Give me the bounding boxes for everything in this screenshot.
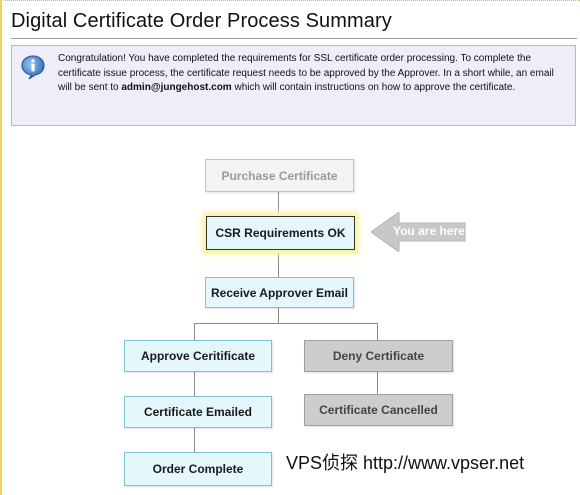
step-approve-certificate: Approve Ceritificate <box>124 340 272 372</box>
title-divider <box>11 38 577 39</box>
step-receive-approver-email: Receive Approver Email <box>205 277 354 308</box>
info-text-part: Congratulation! You have completed the r… <box>58 53 554 93</box>
window-left-border <box>0 0 2 495</box>
step-deny-certificate: Deny Certificate <box>304 340 453 372</box>
you-are-here-label: You are here <box>393 224 465 238</box>
window-top-border <box>0 0 580 5</box>
info-message-box: Congratulation! You have completed the r… <box>11 45 576 126</box>
step-order-complete: Order Complete <box>124 452 272 486</box>
connector-line <box>194 428 195 453</box>
connector-line <box>377 323 378 341</box>
step-certificate-emailed: Certificate Emailed <box>124 396 272 428</box>
connector-line <box>278 250 279 277</box>
connector-line <box>278 192 279 216</box>
step-purchase-certificate: Purchase Certificate <box>205 159 354 192</box>
watermark-text: VPS侦探 http://www.vpser.net <box>286 453 525 473</box>
connector-line <box>194 323 378 324</box>
info-text-part: which will contain instructions on how t… <box>231 82 516 93</box>
step-certificate-cancelled: Certificate Cancelled <box>304 394 453 426</box>
connector-line <box>377 372 378 395</box>
info-icon <box>21 55 45 80</box>
page-title: Digital Certificate Order Process Summar… <box>11 10 392 32</box>
step-csr-requirements-ok: CSR Requirements OK <box>206 216 355 250</box>
connector-line <box>194 323 195 341</box>
connector-line <box>278 308 279 324</box>
approver-email: admin@jungehost.com <box>121 82 232 93</box>
connector-line <box>194 372 195 397</box>
info-message: Congratulation! You have completed the r… <box>58 52 563 96</box>
you-are-here-arrow <box>371 212 466 252</box>
